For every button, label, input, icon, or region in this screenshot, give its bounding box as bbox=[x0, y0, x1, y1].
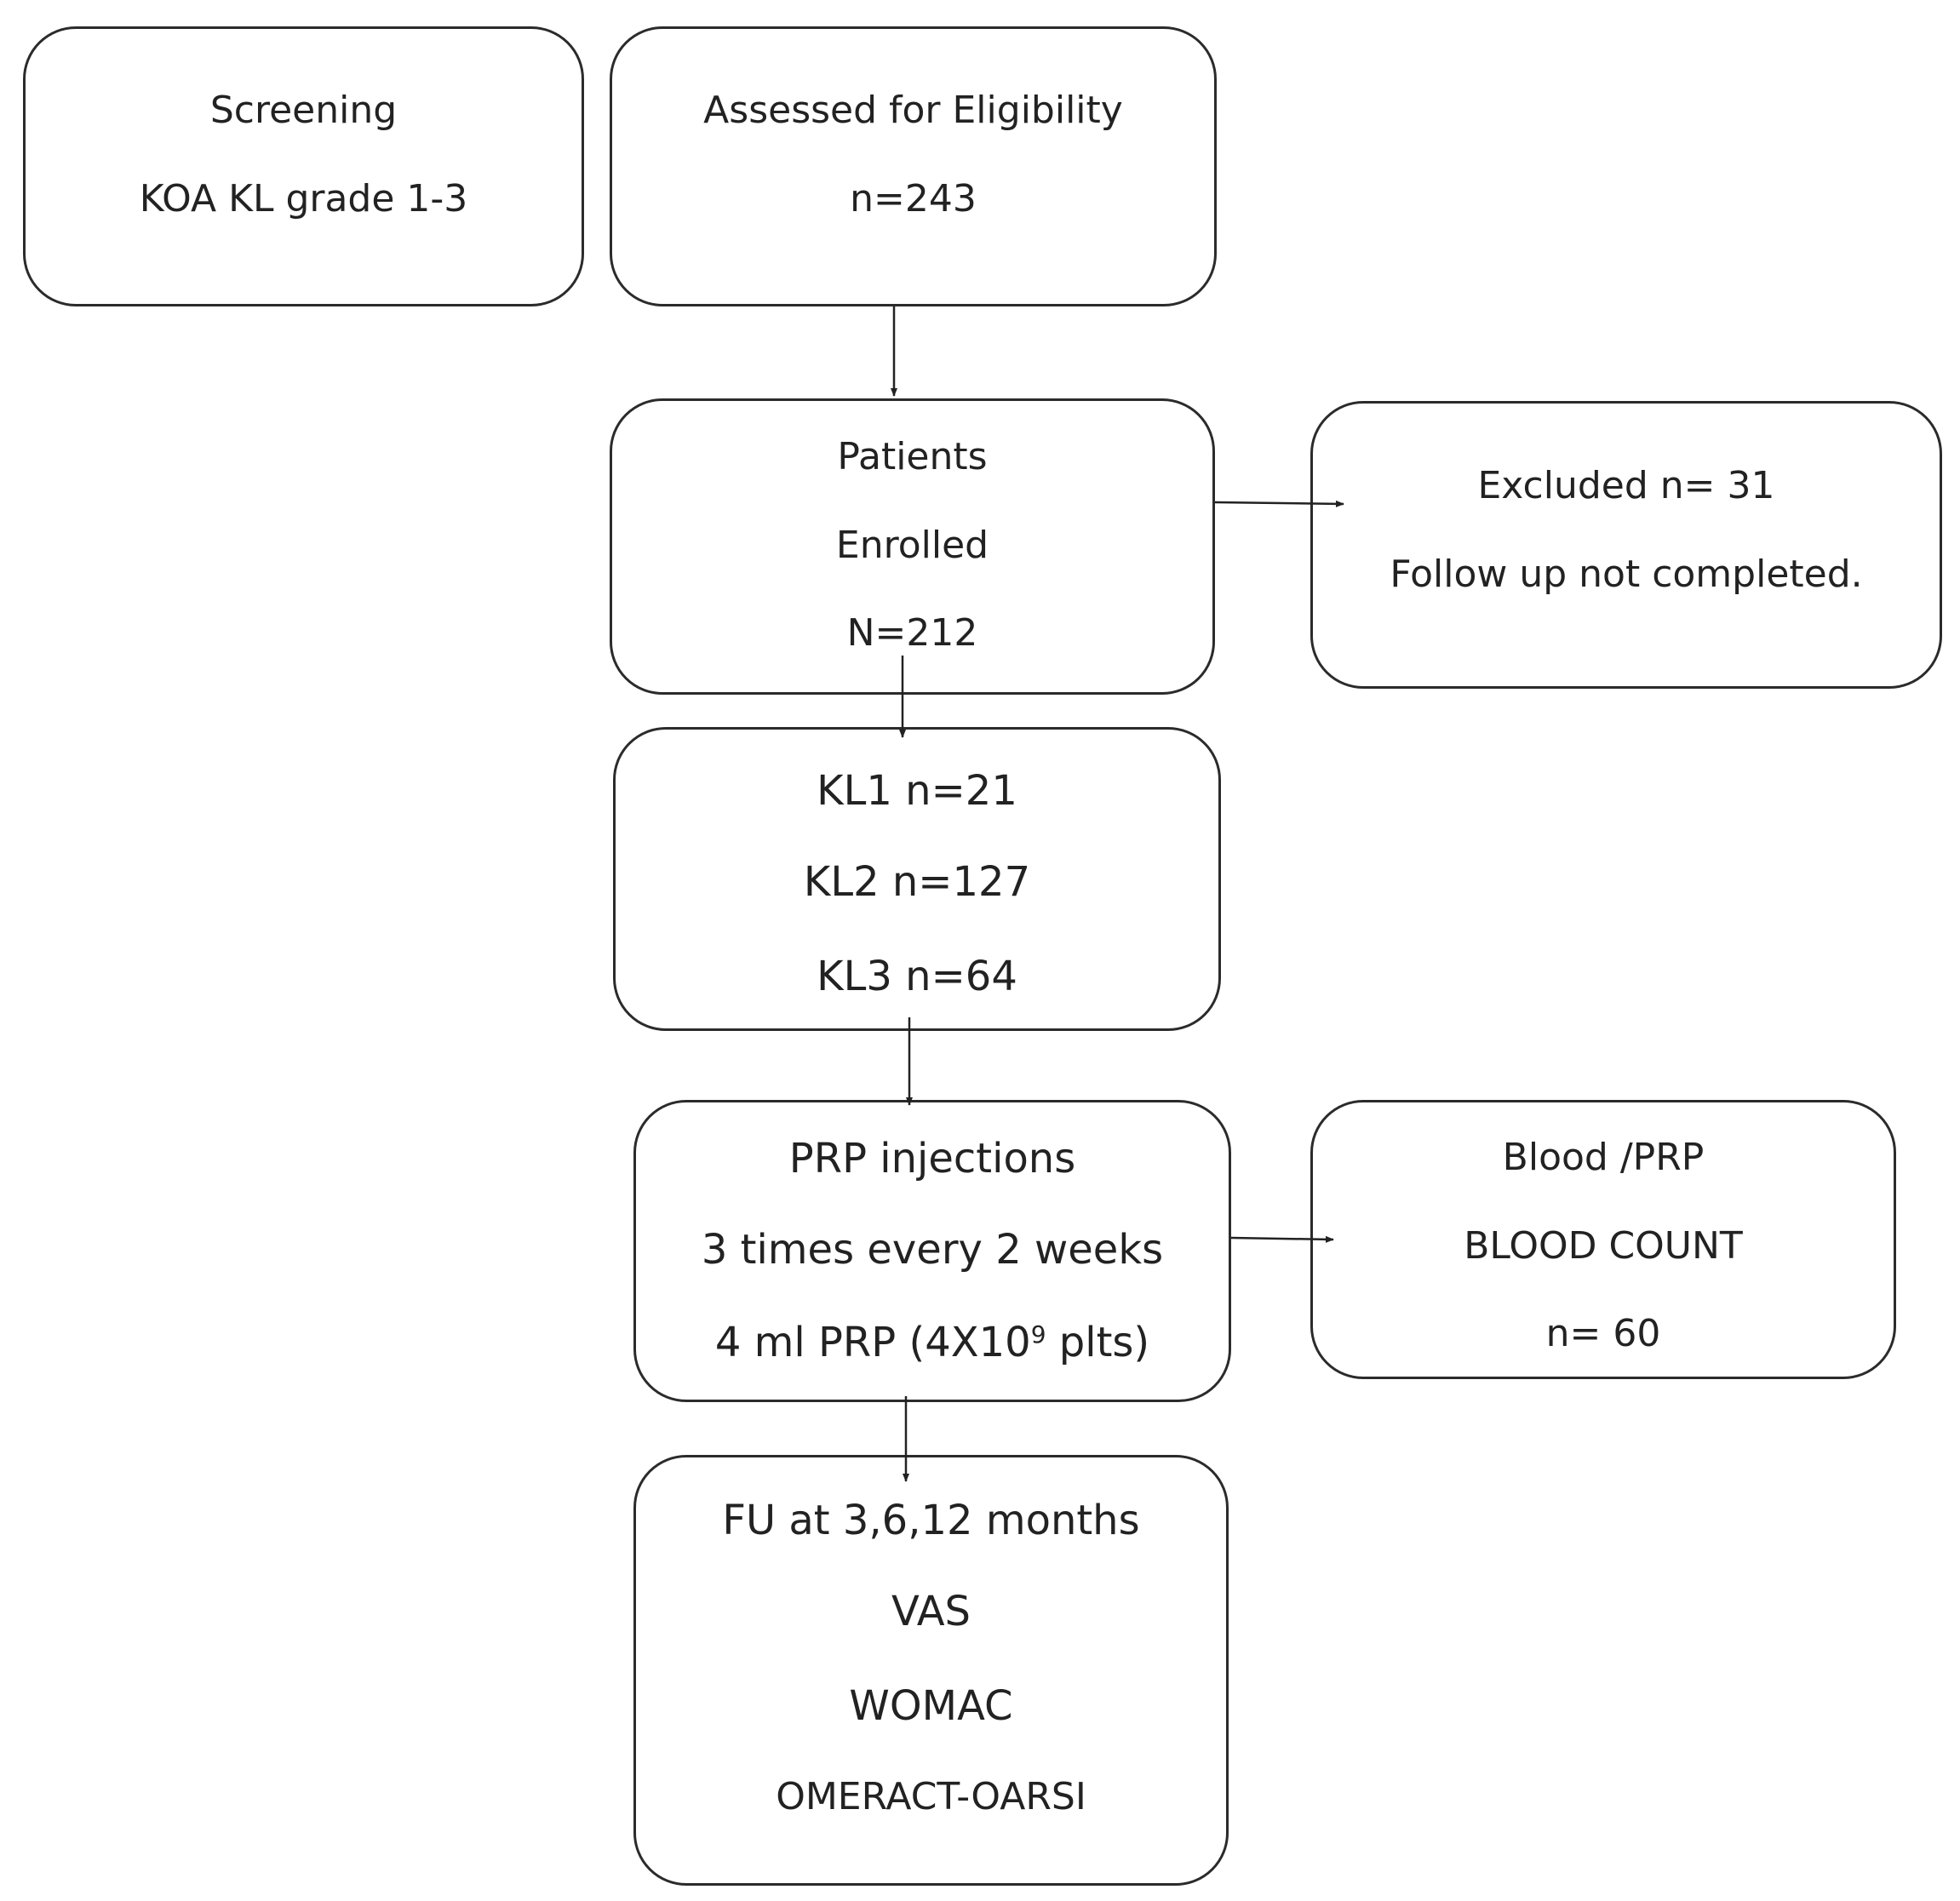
followup-node: FU at 3,6,12 months VAS WOMAC OMERACT-OA… bbox=[633, 1455, 1229, 1886]
prp-schedule: 3 times every 2 weeks bbox=[701, 1226, 1164, 1274]
kl2-count: KL2 n=127 bbox=[803, 858, 1031, 906]
prp-title: PRP injections bbox=[788, 1135, 1076, 1182]
prp-dose: 4 ml PRP (4X109 plts) bbox=[636, 1322, 1229, 1363]
excluded-reason: Follow up not completed. bbox=[1390, 553, 1863, 596]
blood-count-value: n= 60 bbox=[1545, 1312, 1661, 1355]
kl-grades-node: KL1 n=21 KL2 n=127 KL3 n=64 bbox=[613, 727, 1221, 1031]
blood-title: Blood /PRP bbox=[1502, 1136, 1705, 1179]
blood-count-label: BLOOD COUNT bbox=[1464, 1224, 1743, 1268]
assessed-count: n=243 bbox=[850, 177, 977, 220]
prp-dose-prefix: 4 ml PRP (4X10 bbox=[714, 1319, 1031, 1366]
prp-dose-suffix: plts) bbox=[1046, 1319, 1150, 1366]
enrolled-line1: Patients bbox=[837, 435, 988, 478]
enrolled-line2: Enrolled bbox=[835, 524, 989, 567]
prp-node: PRP injections 3 times every 2 weeks 4 m… bbox=[633, 1100, 1231, 1402]
screening-detail: KOA KL grade 1-3 bbox=[139, 177, 468, 220]
kl3-count: KL3 n=64 bbox=[817, 953, 1017, 1000]
screening-title: Screening bbox=[209, 89, 398, 132]
screening-node: Screening KOA KL grade 1-3 bbox=[23, 26, 584, 306]
excluded-node: Excluded n= 31 Follow up not completed. bbox=[1310, 401, 1942, 689]
excluded-title: Excluded n= 31 bbox=[1477, 464, 1775, 507]
enrolled-node: Patients Enrolled N=212 bbox=[610, 398, 1215, 695]
blood-node: Blood /PRP BLOOD COUNT n= 60 bbox=[1310, 1100, 1896, 1379]
assessed-title: Assessed for Eligibility bbox=[703, 89, 1123, 132]
followup-title: FU at 3,6,12 months bbox=[722, 1497, 1140, 1544]
followup-vas: VAS bbox=[891, 1588, 971, 1635]
followup-womac: WOMAC bbox=[849, 1682, 1013, 1730]
assessed-node: Assessed for Eligibility n=243 bbox=[610, 26, 1217, 306]
prp-dose-exponent: 9 bbox=[1030, 1320, 1046, 1348]
kl1-count: KL1 n=21 bbox=[817, 767, 1017, 815]
enrolled-count: N=212 bbox=[846, 611, 978, 655]
followup-omeract: OMERACT-OARSI bbox=[776, 1775, 1086, 1818]
